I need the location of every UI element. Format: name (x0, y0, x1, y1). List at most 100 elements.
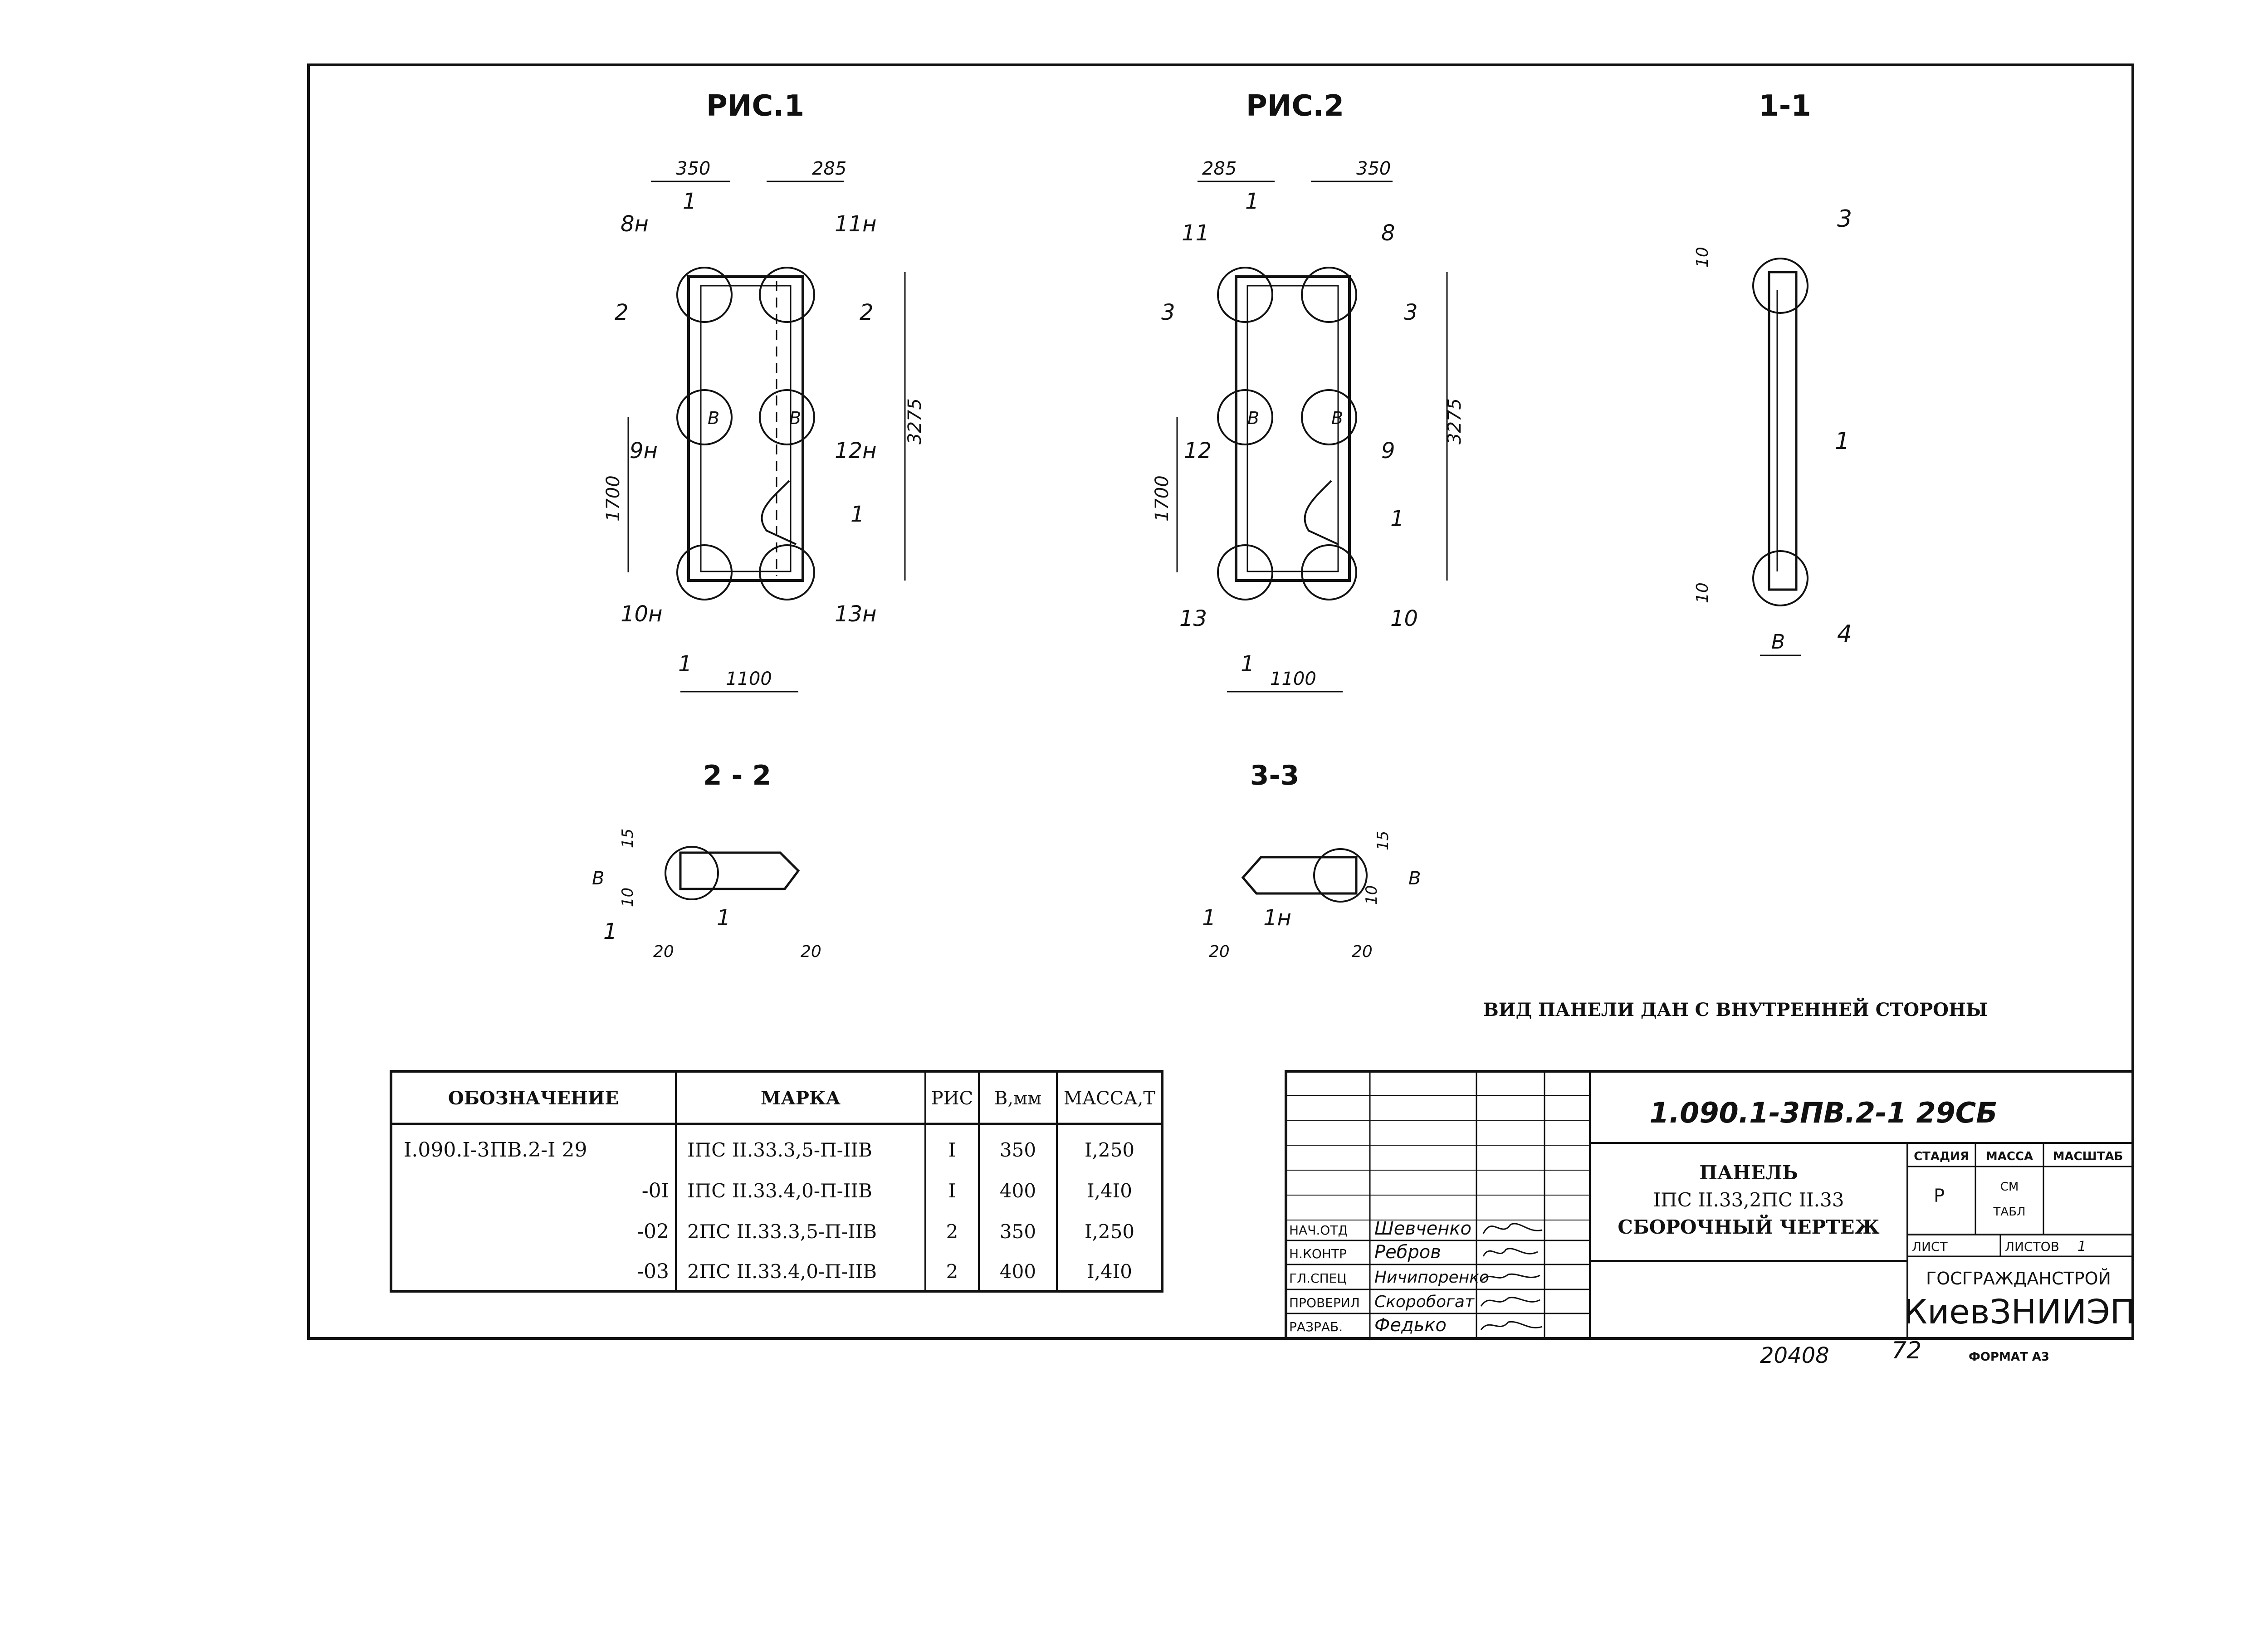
fig2-dim-285: 285 (1202, 158, 1237, 179)
tb-person-row: ГЛ.СПЕЦ Ничипоренко (1289, 1268, 1540, 1287)
fig1-dim-1700: 1700 (603, 475, 624, 522)
tb-person-name: Ничипоренко (1374, 1268, 1489, 1287)
spec-cell-b: 350 (1000, 1220, 1036, 1243)
tb-role: НАЧ.ОТД (1289, 1223, 1348, 1238)
sec11-node-top (1752, 258, 1809, 314)
spec-header-mark: МАРКА (761, 1088, 841, 1109)
sec11-wall (1768, 271, 1798, 591)
fig2-node-9 (1301, 389, 1357, 445)
spec-cell-fig: I (948, 1180, 956, 1202)
fig2-callout-12: 12 (1184, 438, 1212, 464)
fig2-section-1-top: 1 (1245, 189, 1259, 214)
section-3-3: 3-3 15 В 10 20 20 1 1н (1202, 760, 1421, 961)
fig1-node-10n (676, 544, 733, 600)
sec11-callout-4: 4 (1837, 620, 1852, 648)
fig2-node-10 (1301, 544, 1357, 600)
fig1-callout-10n: 10н (621, 601, 662, 627)
spec-header-fig: РИС (931, 1088, 973, 1109)
sec11-dim-bottom: 10 (1693, 582, 1712, 603)
fig1-dim-1100: 1100 (726, 669, 772, 689)
fig2-title: РИС.2 (1246, 89, 1344, 123)
spec-cell-mark: 2ПС II.33.3,5-П-IIВ (687, 1220, 877, 1243)
fig1-section-2-left: 2 (615, 300, 629, 325)
sheet-frame (307, 63, 2134, 1340)
spec-cell-b: 350 (1000, 1139, 1036, 1161)
fig2-node-letter-right: В (1331, 408, 1343, 428)
fig1-title: РИС.1 (706, 89, 804, 123)
spec-table-border (390, 1070, 1163, 1293)
fig2-dim-3275: 3275 (1444, 398, 1465, 444)
sec11-title: 1-1 (1759, 89, 1811, 123)
fig1-callout-1: 1 (850, 502, 865, 527)
sec22-dim-15: 15 (619, 829, 637, 848)
spec-cell-mass: I,4I0 (1087, 1180, 1132, 1202)
fig2-callout-1: 1 (1390, 506, 1404, 532)
fig2-callout-11: 11 (1182, 220, 1209, 246)
sec33-profile (1241, 856, 1358, 895)
fig1-node-letter-right: В (789, 408, 801, 428)
footer-format: ФОРМАТ А3 (1969, 1350, 2049, 1364)
fig1-node-12n (759, 389, 815, 445)
tb-role: РАЗРАБ. (1289, 1319, 1343, 1334)
sec33-dim-20-left: 20 (1209, 942, 1230, 961)
fig1-node-8n (676, 267, 733, 323)
tb-grid-rows (1286, 1095, 1590, 1314)
tb-person-row: Н.КОНТР Ребров (1289, 1242, 1538, 1263)
fig1-panel-inner (700, 285, 792, 572)
spec-header-mass: МАССА,Т (1064, 1088, 1155, 1109)
fig1-section-2-right: 2 (860, 300, 874, 325)
footer-number-2: 72 (1892, 1337, 1921, 1364)
fig2-node-11 (1217, 267, 1273, 323)
drawing-note: ВИД ПАНЕЛИ ДАН С ВНУТРЕННЕЙ СТОРОНЫ (1483, 998, 1988, 1020)
tb-name-line-3: СБОРОЧНЫЙ ЧЕРТЕЖ (1618, 1214, 1879, 1238)
fig2-dim-1100: 1100 (1270, 669, 1316, 689)
sec22-callout-1a: 1 (603, 919, 617, 944)
spec-cell-mark: IПС II.33.3,5-П-IIВ (687, 1139, 872, 1161)
sec11-dim-top: 10 (1693, 247, 1712, 268)
fig1-dim-350: 350 (676, 158, 710, 179)
spec-cell-mark: IПС II.33.4,0-П-IIВ (687, 1180, 872, 1202)
fig1-node-9n (676, 389, 733, 445)
fig2-callout-13: 13 (1179, 606, 1207, 631)
tb-person-name: Ребров (1374, 1242, 1441, 1263)
fig2-cutout (1304, 480, 1339, 545)
tb-scale-header: МАСШТАБ (2053, 1150, 2123, 1163)
spec-cell-fig: 2 (946, 1220, 958, 1243)
section-1-1: 1-1 10 10 В 3 1 4 (1693, 89, 1852, 656)
sec33-dim-b: В (1408, 868, 1421, 889)
sec22-profile (679, 851, 800, 890)
fig2-section-3-left: 3 (1161, 300, 1175, 325)
tb-name-line-2: IПС II.33,2ПС II.33 (1653, 1189, 1844, 1211)
table-row: -03 2ПС II.33.4,0-П-IIВ 2 400 I,4I0 (637, 1260, 1132, 1283)
fig1-callout-12n: 12н (835, 438, 876, 464)
spec-cell-mass: I,4I0 (1087, 1260, 1132, 1283)
tb-role: ГЛ.СПЕЦ (1289, 1271, 1347, 1286)
sec22-dim-20-right: 20 (801, 942, 821, 961)
footer-number-1: 20408 (1760, 1343, 1829, 1368)
fig2-dim-1700: 1700 (1152, 475, 1173, 522)
tb-person-row: НАЧ.ОТД Шевченко (1289, 1218, 1543, 1239)
tb-sheets-value: 1 (2077, 1239, 2086, 1254)
sec11-dim-width-label: В (1771, 630, 1785, 654)
fig1-node-13n (759, 544, 815, 600)
fig2-node-letter-left: В (1247, 408, 1259, 428)
title-block: НАЧ.ОТД Шевченко Н.КОНТР Ребров ГЛ.СПЕЦ … (1285, 1070, 2136, 1340)
tb-person-row: РАЗРАБ. Федько (1289, 1315, 1543, 1336)
sec33-dim-20-right: 20 (1352, 942, 1373, 961)
fig1-callout-8n: 8н (621, 211, 649, 237)
spec-cell-designation: -02 (637, 1220, 669, 1243)
sec33-callout-1: 1 (1202, 905, 1216, 931)
sec22-dim-20-left: 20 (653, 942, 674, 961)
fig2-panel-inner (1246, 285, 1339, 572)
signature-icon (1480, 1321, 1543, 1330)
spec-cell-fig: 2 (946, 1260, 958, 1283)
fig2-callout-8: 8 (1381, 220, 1395, 246)
sec22-dim-10: 10 (619, 888, 637, 907)
tb-mass-header: МАССА (1986, 1150, 2033, 1163)
fig1-section-1-bottom: 1 (678, 651, 692, 677)
sec22-callout-1b: 1 (717, 905, 731, 931)
section-2-2: 2 - 2 15 В 10 20 20 1 1 (592, 760, 821, 961)
tb-org-name: КиевЗНИИЭП (1904, 1293, 2136, 1332)
fig2-panel-outer (1235, 275, 1351, 582)
